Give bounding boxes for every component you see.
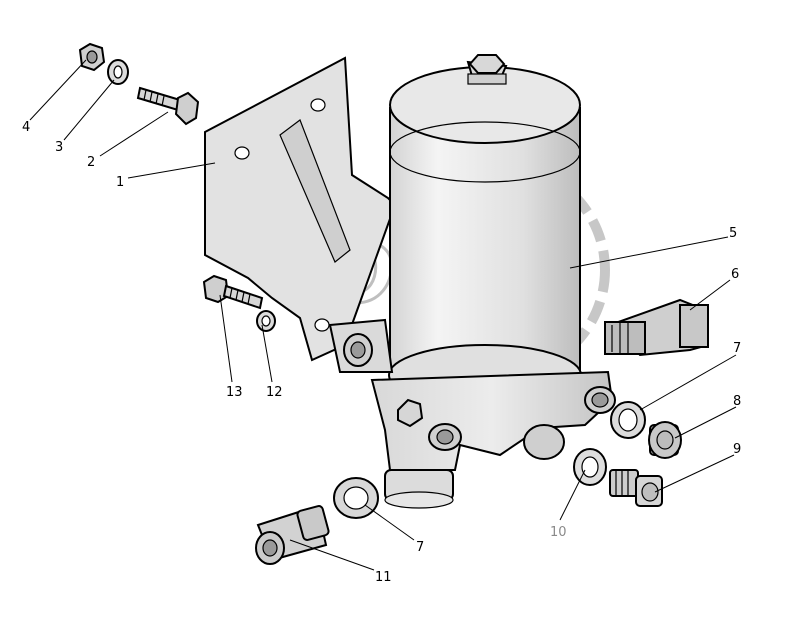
leader-9 (654, 454, 735, 493)
leader-2 (99, 111, 169, 157)
spring-washer-part-3 (107, 59, 129, 85)
leader-7-right (639, 354, 737, 411)
callout-labels: 1 2 3 4 5 6 7 8 9 10 7 11 12 13 (22, 120, 741, 585)
washer-part-7-bottom (333, 477, 379, 519)
leader-5 (569, 236, 729, 269)
label-8: 8 (733, 394, 741, 409)
leader-11 (289, 539, 375, 571)
leader-10 (559, 469, 586, 521)
label-2: 2 (87, 155, 95, 170)
label-12: 12 (266, 385, 283, 400)
bracket-part-1 (204, 56, 397, 362)
label-5: 5 (729, 226, 737, 241)
leader-lines (29, 59, 737, 571)
washer-part-10 (573, 448, 607, 486)
bolt-part-2 (136, 86, 200, 126)
elbow-fitting-part-6 (604, 298, 710, 357)
nut-part-4 (78, 42, 106, 72)
washer-part-7-right (610, 401, 646, 439)
label-9: 9 (733, 442, 741, 457)
label-7-right: 7 (733, 341, 741, 356)
label-10: 10 (550, 525, 567, 540)
leader-4 (29, 59, 87, 121)
label-3: 3 (55, 140, 63, 155)
fitting-part-9 (609, 469, 663, 507)
leader-6 (689, 279, 731, 311)
label-13: 13 (226, 385, 243, 400)
leader-8 (674, 406, 737, 439)
washer-part-12 (256, 310, 276, 332)
fitting-part-11 (255, 505, 330, 565)
label-1: 1 (116, 175, 124, 190)
label-11: 11 (375, 570, 392, 585)
leader-1 (127, 162, 216, 179)
label-4: 4 (22, 120, 30, 135)
label-7-bottom: 7 (416, 540, 424, 555)
leader-13 (219, 294, 233, 383)
leader-3 (63, 79, 115, 141)
leader-7-bottom (364, 504, 415, 541)
label-6: 6 (731, 267, 739, 282)
valve-body (328, 318, 616, 509)
bolt-part-13 (202, 274, 264, 310)
leader-12 (261, 324, 273, 383)
plug-part-8 (648, 421, 682, 459)
filter-cylinder-part-5 (388, 54, 582, 406)
